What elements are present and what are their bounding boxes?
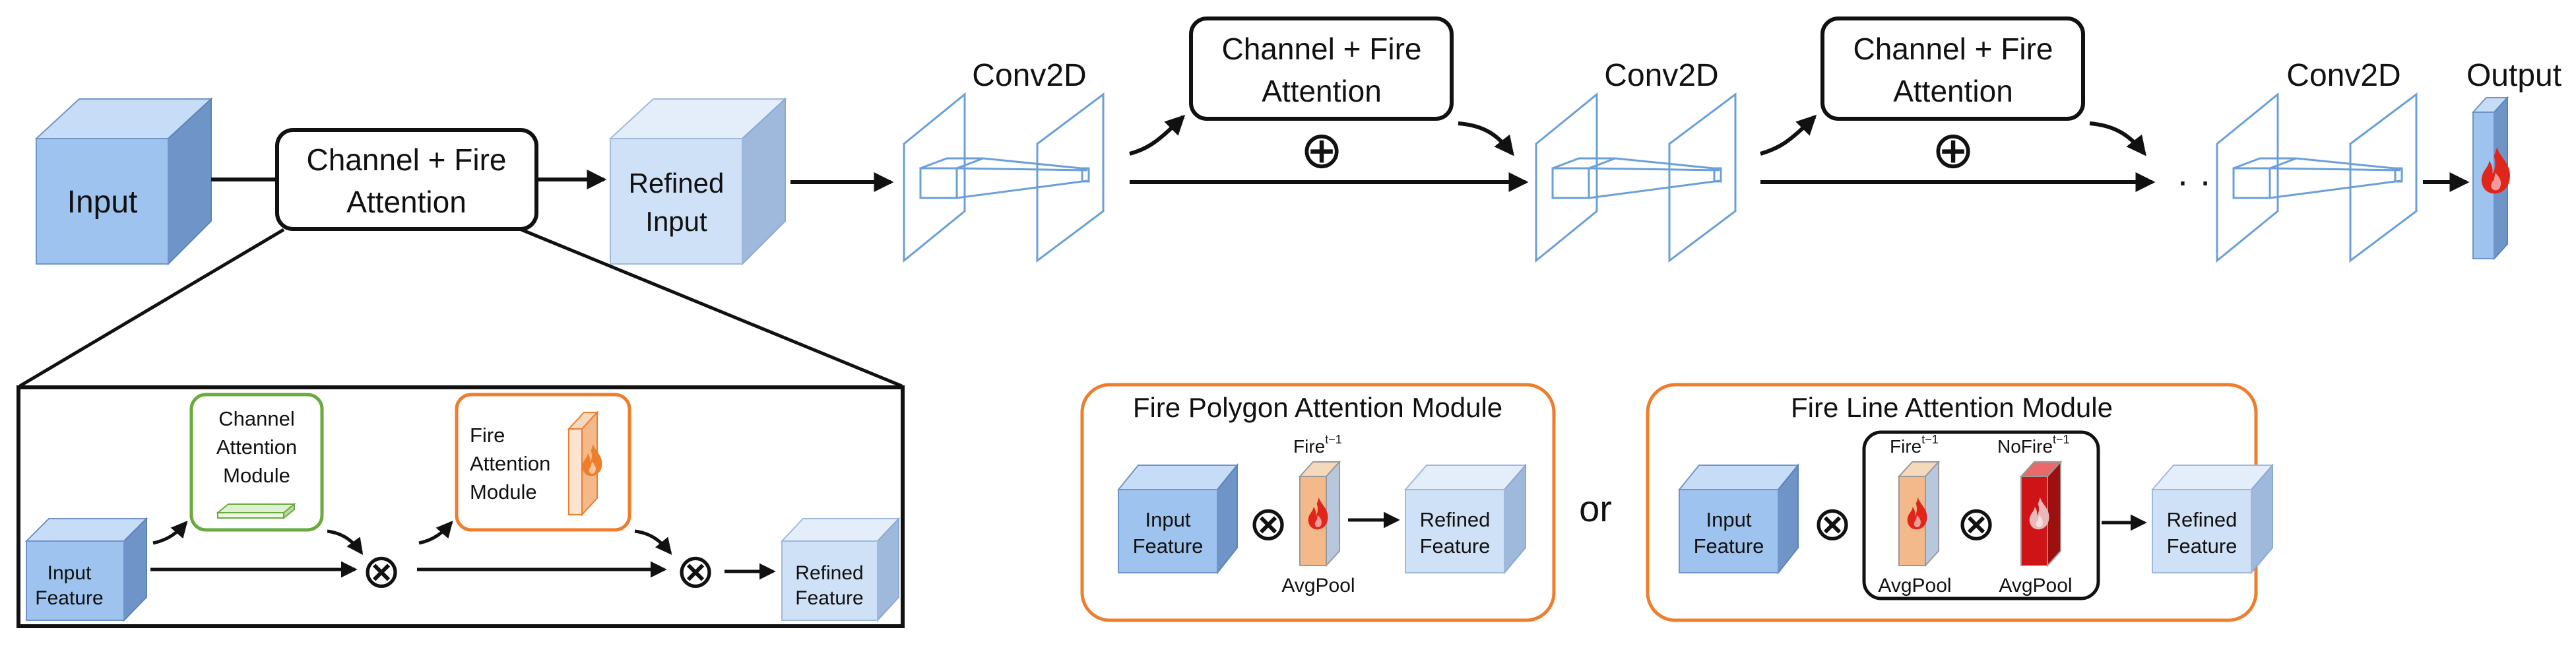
zoom-refined-line1: Refined bbox=[795, 562, 863, 584]
times-symbol-1: ⊗ bbox=[362, 545, 401, 598]
attention-label-line2: Attention bbox=[346, 185, 467, 219]
zoom-branch-in-1 bbox=[152, 521, 188, 545]
refined-input-cube: Refined Input bbox=[608, 97, 787, 266]
line-nofire-label: NoFiret−1 bbox=[1997, 433, 2070, 457]
line-times-symbol-2: ⊗ bbox=[1956, 498, 1996, 550]
fire-attention-module: Fire Attention Module bbox=[455, 393, 631, 532]
branch-out-arrow-2 bbox=[2089, 121, 2146, 156]
conv2d-block-3 bbox=[2216, 92, 2418, 263]
attention2-line1: Channel + Fire bbox=[1222, 32, 1422, 66]
line-input-line1: Input bbox=[1706, 508, 1752, 531]
polygon-input-line1: Input bbox=[1145, 508, 1191, 531]
output-map bbox=[2471, 96, 2510, 261]
plus-symbol-1: ⊕ bbox=[1300, 121, 1343, 179]
plus-symbol-2: ⊕ bbox=[1931, 121, 1974, 179]
fire-module-line1: Fire bbox=[470, 424, 505, 447]
polygon-times-symbol: ⊗ bbox=[1248, 498, 1288, 550]
channel-module-line2: Attention bbox=[216, 436, 297, 459]
channel-module-line3: Module bbox=[223, 464, 290, 487]
zoom-refined-cube: Refined Feature bbox=[780, 517, 901, 622]
channel-fire-attention-box: Channel + Fire Attention bbox=[275, 128, 538, 231]
line-avgpool-label-2: AvgPool bbox=[1999, 575, 2072, 597]
refined-input-line2: Input bbox=[645, 206, 707, 237]
line-nofire-map bbox=[2019, 460, 2063, 567]
polygon-avgpool-label: AvgPool bbox=[1281, 575, 1355, 597]
polygon-refined-line1: Refined bbox=[1420, 508, 1491, 531]
line-input-cube: Input Feature bbox=[1677, 463, 1800, 575]
channel-module-line1: Channel bbox=[218, 407, 294, 430]
line-avgpool-label-1: AvgPool bbox=[1878, 575, 1951, 597]
channel-fire-attention-box-2: Channel + Fire Attention bbox=[1189, 16, 1454, 121]
branch-in-arrow-2 bbox=[1760, 114, 1817, 156]
line-refined-cube: Refined Feature bbox=[2150, 463, 2274, 575]
polygon-input-line2: Feature bbox=[1133, 534, 1204, 558]
zoom-line-left bbox=[18, 228, 285, 388]
channel-vector-icon bbox=[216, 503, 296, 513]
attention3-line1: Channel + Fire bbox=[1853, 32, 2053, 66]
zoom-refined-line2: Feature bbox=[795, 587, 863, 609]
zoom-input-cube: Input Feature bbox=[24, 517, 148, 622]
line-input-line2: Feature bbox=[1694, 534, 1764, 558]
zoom-input-line1: Input bbox=[48, 562, 92, 584]
branch-out-arrow-1 bbox=[1458, 121, 1514, 156]
refined-cube-front bbox=[610, 138, 743, 265]
line-fire-label: Firet−1 bbox=[1890, 433, 1939, 457]
fire-module-line2: Attention bbox=[470, 452, 550, 475]
refined-input-line1: Refined bbox=[629, 168, 724, 199]
zoom-branch-in-2 bbox=[418, 521, 453, 545]
input-cube: Input bbox=[34, 97, 213, 266]
or-label: or bbox=[1579, 488, 1612, 529]
attention3-line2: Attention bbox=[1893, 74, 2013, 108]
fire-module-line3: Module bbox=[470, 480, 537, 503]
polygon-fire-label: Firet−1 bbox=[1293, 433, 1342, 457]
zoom-branch-out-1 bbox=[327, 529, 364, 556]
times-symbol-2: ⊗ bbox=[676, 545, 715, 598]
conv2d-label-2: Conv2D bbox=[1604, 58, 1718, 93]
zoom-line-right bbox=[521, 228, 903, 388]
fire-line-module-title: Fire Line Attention Module bbox=[1791, 392, 2113, 423]
line-times-symbol-1: ⊗ bbox=[1813, 498, 1852, 550]
attention2-line2: Attention bbox=[1262, 74, 1382, 108]
zoom-branch-out-2 bbox=[634, 529, 672, 555]
conv2d-label-1: Conv2D bbox=[972, 58, 1086, 93]
channel-attention-module: Channel Attention Module bbox=[189, 393, 324, 532]
polygon-refined-cube: Refined Feature bbox=[1403, 463, 1528, 575]
line-refined-line2: Feature bbox=[2167, 534, 2238, 558]
conv2d-block-2 bbox=[1535, 92, 1737, 263]
output-label: Output bbox=[2466, 58, 2561, 93]
branch-in-arrow-1 bbox=[1129, 114, 1186, 156]
input-label: Input bbox=[67, 185, 138, 220]
fire-polygon-module-title: Fire Polygon Attention Module bbox=[1133, 392, 1502, 423]
polygon-fire-map bbox=[1298, 460, 1341, 567]
polygon-input-cube: Input Feature bbox=[1116, 463, 1239, 575]
ellipsis: · · bbox=[2177, 160, 2212, 201]
polygon-refined-line2: Feature bbox=[1420, 534, 1491, 558]
channel-fire-attention-box-3: Channel + Fire Attention bbox=[1820, 16, 2085, 121]
input-cube-front bbox=[36, 138, 169, 265]
line-fire-map bbox=[1897, 460, 1941, 567]
attention-label-line1: Channel + Fire bbox=[307, 143, 507, 177]
zoom-input-line2: Feature bbox=[35, 587, 103, 609]
conv2d-label-3: Conv2D bbox=[2286, 58, 2400, 93]
conv2d-block-1 bbox=[903, 92, 1105, 263]
line-refined-line1: Refined bbox=[2167, 508, 2238, 531]
